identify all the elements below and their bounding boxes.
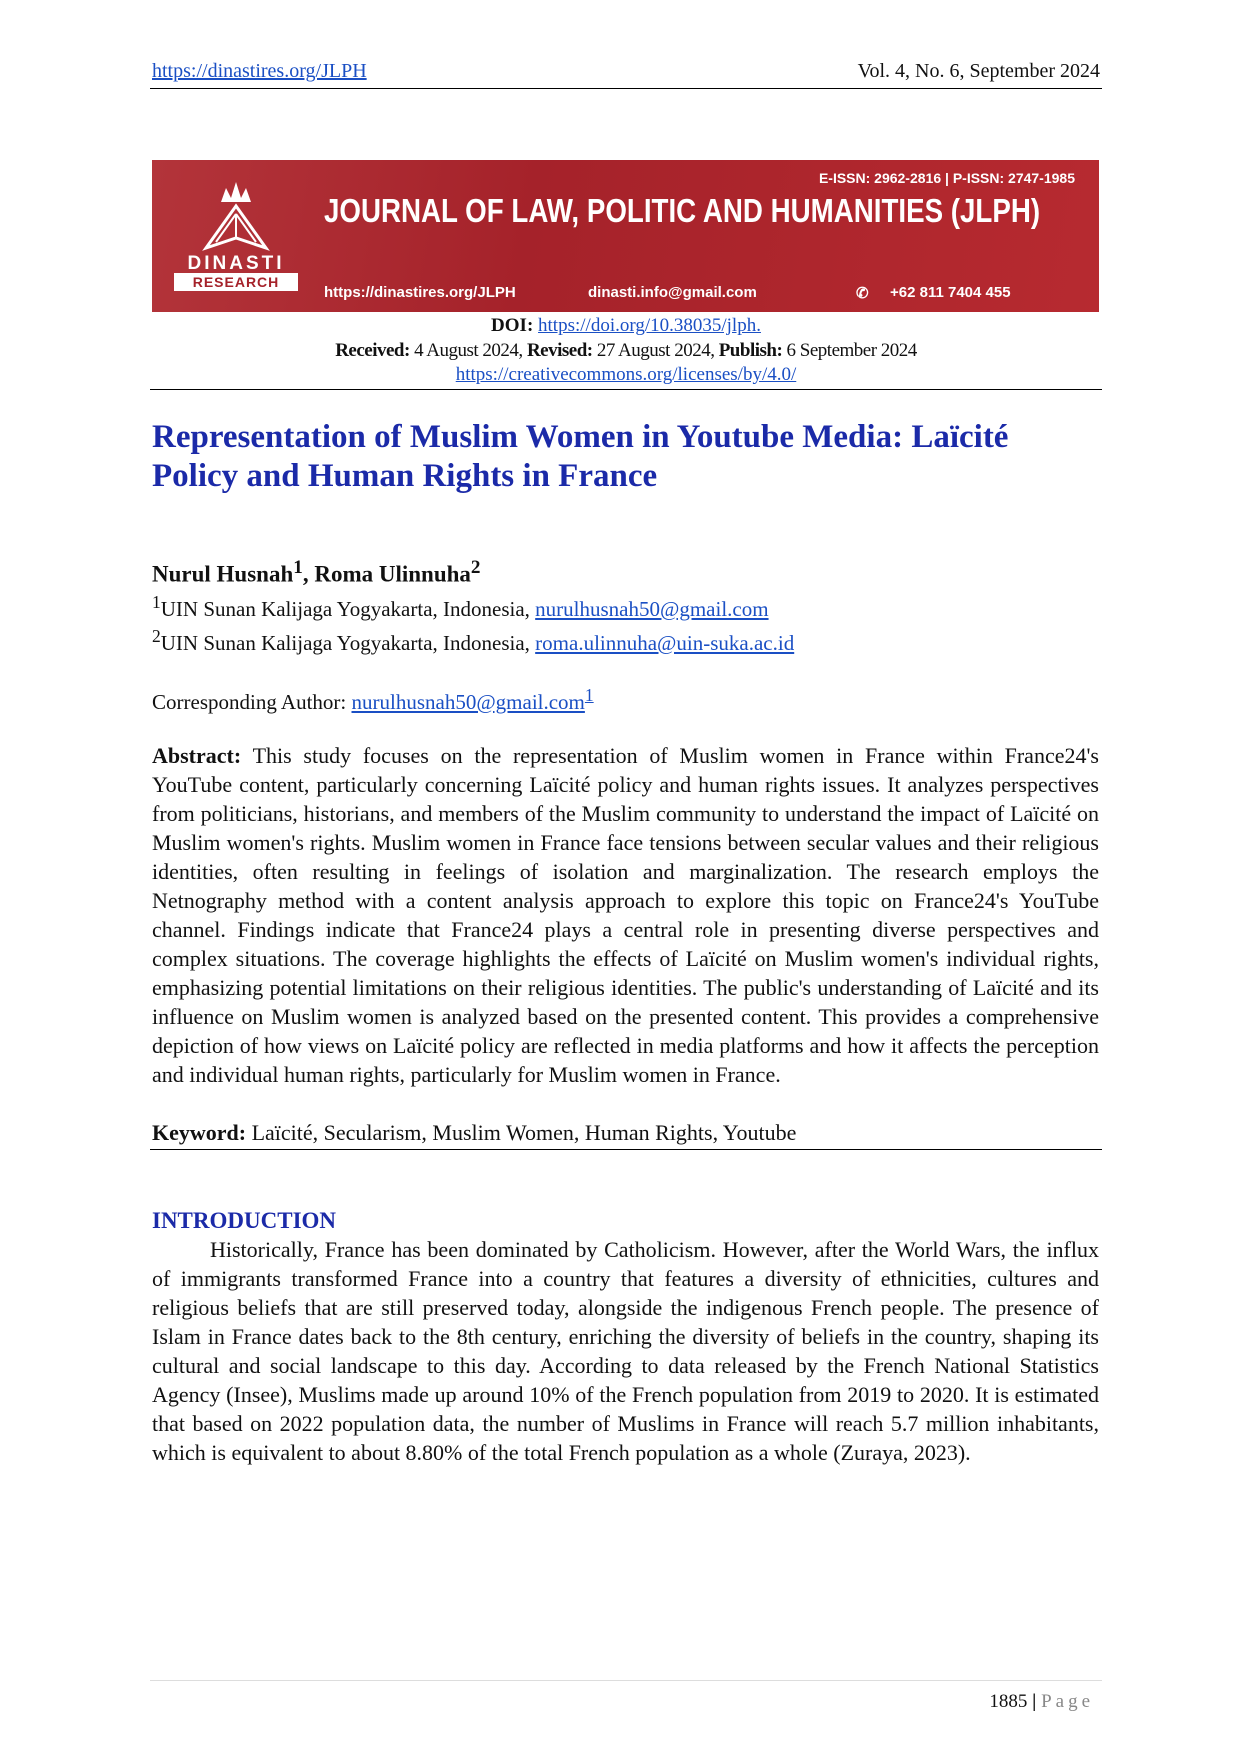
- dates-line: Received: 4 August 2024, Revised: 27 Aug…: [150, 338, 1102, 364]
- author-sup: 1: [293, 557, 303, 578]
- running-header: https://dinastires.org/JLPH Vol. 4, No. …: [150, 58, 1102, 89]
- whatsapp-icon: ✆: [856, 285, 869, 302]
- received-date: 4 August 2024,: [414, 340, 523, 361]
- doi-line: DOI: https://doi.org/10.38035/jlph.: [150, 313, 1102, 339]
- banner-email: dinasti.info@gmail.com: [588, 284, 757, 301]
- affil-text: UIN Sunan Kalijaga Yogyakarta, Indonesia…: [160, 596, 530, 621]
- affiliation: 1UIN Sunan Kalijaga Yogyakarta, Indonesi…: [152, 589, 1099, 623]
- crown-book-icon: [202, 182, 270, 251]
- abstract-label: Abstract:: [152, 742, 242, 768]
- revised-label: Revised:: [526, 340, 593, 361]
- author-sup: 2: [470, 557, 481, 578]
- author-email-link[interactable]: roma.ulinnuha@uin-suka.ac.id: [535, 630, 795, 655]
- received-label: Received:: [335, 340, 410, 361]
- banner-phone: +62 811 7404 455: [890, 284, 1011, 301]
- corresponding-author: Corresponding Author: nurulhusnah50@gmai…: [152, 681, 1099, 717]
- paper-title: Representation of Muslim Women in Youtub…: [152, 419, 1009, 494]
- journal-url-link[interactable]: https://dinastires.org/JLPH: [152, 60, 367, 82]
- author-name: Roma Ulinnuha: [314, 561, 471, 587]
- license-line: https://creativecommons.org/licenses/by/…: [150, 362, 1102, 388]
- publish-label: Publish:: [718, 340, 783, 361]
- article-body: Representation of Muslim Women in Youtub…: [150, 418, 1102, 1467]
- affil-sup: 2: [152, 625, 161, 646]
- page-footer: 1885 | Page: [150, 1680, 1102, 1712]
- abstract: Abstract: This study focuses on the repr…: [152, 741, 1099, 1089]
- footer-separator: |: [1032, 1691, 1037, 1712]
- publish-date: 6 September 2024: [786, 340, 918, 361]
- volume-info: Vol. 4, No. 6, September 2024: [857, 60, 1100, 82]
- journal-title: JOURNAL OF LAW, POLITIC AND HUMANITIES (…: [324, 192, 1041, 229]
- dinasti-logo: DINASTI RESEARCH: [174, 180, 298, 291]
- corresponding-sup: 1: [584, 684, 594, 705]
- corresponding-email-link[interactable]: nurulhusnah50@gmail.com: [351, 689, 585, 714]
- affiliations: 1UIN Sunan Kalijaga Yogyakarta, Indonesi…: [152, 589, 1099, 657]
- corresponding-label: Corresponding Author:: [152, 689, 347, 714]
- journal-banner: DINASTI RESEARCH E-ISSN: 2962-2816 | P-I…: [152, 160, 1099, 312]
- author-email-link[interactable]: nurulhusnah50@gmail.com: [535, 596, 769, 621]
- page-number: 1885: [989, 1691, 1028, 1712]
- doi-link[interactable]: https://doi.org/10.38035/jlph.: [538, 315, 761, 336]
- divider: [150, 389, 1102, 390]
- affil-sup: 1: [152, 591, 161, 612]
- intro-paragraph: Historically, France has been dominated …: [152, 1236, 1099, 1465]
- banner-url: https://dinastires.org/JLPH: [324, 284, 516, 301]
- logo-text-top: DINASTI: [187, 253, 285, 274]
- affil-text: UIN Sunan Kalijaga Yogyakarta, Indonesia…: [160, 630, 530, 655]
- keywords: Keyword: Laïcité, Secularism, Muslim Wom…: [150, 1118, 1102, 1150]
- doi-label: DOI:: [491, 315, 534, 336]
- license-link[interactable]: https://creativecommons.org/licenses/by/…: [455, 364, 797, 385]
- logo-text-bottom: RESEARCH: [174, 273, 298, 291]
- affiliation: 2UIN Sunan Kalijaga Yogyakarta, Indonesi…: [152, 623, 1099, 657]
- keywords-label: Keyword:: [152, 1119, 247, 1145]
- revised-date: 27 August 2024,: [596, 340, 715, 361]
- section-heading: INTRODUCTION: [152, 1207, 337, 1233]
- page-word: Page: [1041, 1691, 1094, 1712]
- abstract-text: This study focuses on the representation…: [152, 742, 1099, 1087]
- issn: E-ISSN: 2962-2816 | P-ISSN: 2747-1985: [818, 170, 1075, 186]
- authors: Nurul Husnah1, Roma Ulinnuha2: [152, 557, 481, 587]
- author-name: Nurul Husnah: [152, 561, 294, 587]
- keywords-text: Laïcité, Secularism, Muslim Women, Human…: [251, 1119, 797, 1145]
